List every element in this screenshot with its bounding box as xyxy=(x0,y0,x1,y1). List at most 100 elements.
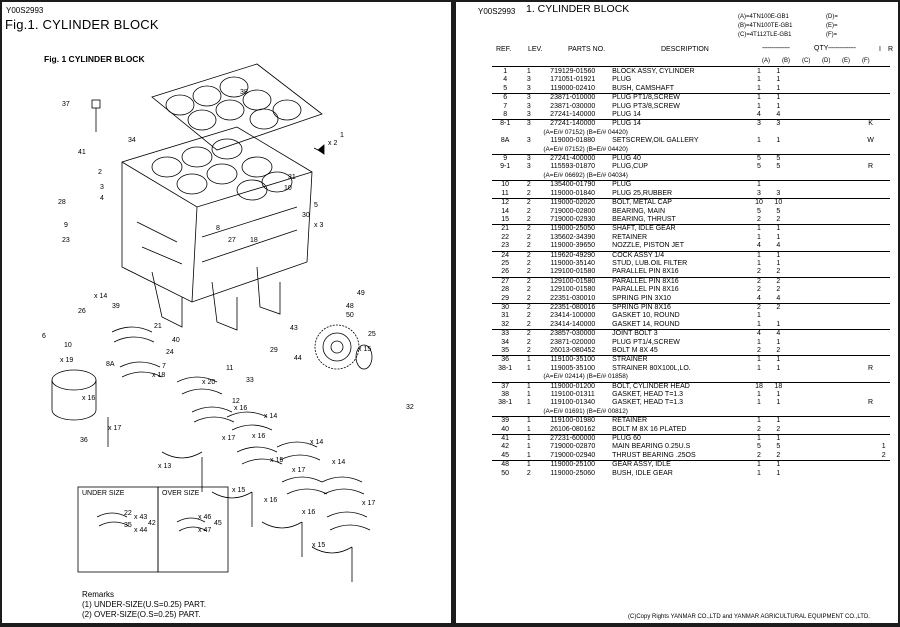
qty-a-cell: 1 xyxy=(757,320,761,328)
interchange-cell xyxy=(863,355,878,365)
callout-label: 5 xyxy=(314,202,318,209)
description-cell: PLUG xyxy=(612,76,632,84)
qty-d-cell xyxy=(806,460,826,470)
qty-e-cell xyxy=(825,434,845,444)
callout-label: 28 xyxy=(58,199,66,206)
part-no-cell: 23414-100000 xyxy=(550,312,596,320)
remark-cell xyxy=(877,426,890,435)
remark-cell xyxy=(877,460,890,470)
qty-a-cell: 1 xyxy=(757,469,761,477)
callout-label: 35 xyxy=(124,522,132,529)
qty-d-cell xyxy=(807,452,826,461)
callout-label: 23 xyxy=(62,237,70,244)
model-f: (F)= xyxy=(826,32,838,38)
qty-b-cell: 1 xyxy=(776,391,781,399)
callout-label: x 14 xyxy=(310,439,323,446)
callout-label: 38 xyxy=(240,89,248,96)
callout-label: 31 xyxy=(288,174,296,181)
part-no-cell: 119000-35140 xyxy=(550,259,596,267)
qty-c-cell xyxy=(788,426,807,435)
qty-f-cell xyxy=(845,208,864,216)
callout-label: 10 xyxy=(64,342,72,349)
qty-d-cell xyxy=(806,180,826,190)
ref-cell: 37 xyxy=(492,381,519,392)
part-no-cell: 119100-35100 xyxy=(539,355,607,365)
qty-f-cell xyxy=(845,321,864,330)
ref-cell: 38-1 xyxy=(498,364,513,372)
model-d: (D)= xyxy=(826,14,838,20)
lev-cell: 2 xyxy=(526,268,531,276)
qty-d-cell xyxy=(807,443,826,451)
qty-c-cell xyxy=(788,312,807,320)
remark-cell xyxy=(877,216,890,225)
description-cell: PARALLEL PIN 8X16 xyxy=(612,286,679,294)
callout-label: 21 xyxy=(154,323,162,330)
qty-d-cell xyxy=(807,103,826,111)
interchange-cell xyxy=(863,460,878,470)
ref-cell: 8-1 xyxy=(492,119,519,129)
remark-cell xyxy=(877,416,890,426)
qty-c-cell xyxy=(788,268,807,277)
qty-d-cell xyxy=(807,68,826,76)
ref-cell: 22 xyxy=(501,233,510,241)
header-r: R xyxy=(888,46,894,53)
serial-note-row: (A=E/# 06692) (B=E/# 04034) xyxy=(492,172,890,181)
left-page-title: Fig.1. CYLINDER BLOCK xyxy=(5,17,159,32)
head-gasket xyxy=(151,63,323,151)
callout-label: x 14 xyxy=(264,413,277,420)
copyright: (C)Copy Rights YANMAR CO.,LTD and YANMAR… xyxy=(628,614,870,620)
header-qty: QTY xyxy=(814,45,829,52)
part-no-cell: 119100-01980 xyxy=(539,416,607,426)
callout-label: x 17 xyxy=(108,425,121,432)
lev-cell: 2 xyxy=(526,207,531,215)
qty-b-cell: 2 xyxy=(768,302,789,313)
part-no-cell: 119000-25100 xyxy=(539,460,607,470)
part-no-cell: 719129-01560 xyxy=(550,68,596,75)
ref-cell: 36 xyxy=(492,355,519,365)
qty-f-cell xyxy=(845,163,864,171)
callout-label: x 15 xyxy=(312,542,325,549)
part-no-cell: 23857-030000 xyxy=(539,329,607,339)
description-cell: BOLT M 8X 45 xyxy=(612,347,658,354)
qty-b-cell xyxy=(769,312,788,320)
lev-cell: 2 xyxy=(518,224,540,234)
qty-f-cell xyxy=(845,103,864,111)
serial-note-row: (A=E/# 01691) (B=E/# 00812) xyxy=(492,408,890,417)
description-cell: PLUG PT1/8,SCREW xyxy=(606,93,750,103)
qty-a-cell: 1 xyxy=(749,416,769,426)
qty-d-cell xyxy=(807,339,826,347)
ref-cell: 42 xyxy=(501,443,510,451)
lev-cell: 2 xyxy=(526,320,531,328)
qty-f-cell xyxy=(845,470,864,478)
part-no-cell: 119000-02410 xyxy=(550,84,596,92)
lev-cell: 3 xyxy=(518,93,540,103)
callout-label: 8A xyxy=(106,361,115,368)
description-cell: RETAINER xyxy=(606,416,750,426)
qty-b-cell: 2 xyxy=(768,276,789,287)
lev-cell: 2 xyxy=(526,294,531,302)
lev-cell: 1 xyxy=(526,443,531,451)
qty-f-cell xyxy=(845,443,864,451)
remark-cell xyxy=(877,355,890,365)
qty-d-cell xyxy=(807,242,826,251)
qty-d-cell xyxy=(807,85,826,94)
callout-label: x 17 xyxy=(292,467,305,474)
interchange-cell xyxy=(864,68,878,76)
callout-label: 26 xyxy=(78,308,86,315)
lev-cell: 1 xyxy=(526,399,531,407)
part-no-cell: 129100-01580 xyxy=(539,276,607,287)
qty-d-cell xyxy=(807,76,826,84)
callout-label: 18 xyxy=(250,237,258,244)
qty-f-cell xyxy=(845,391,864,399)
qty-f-cell xyxy=(845,76,864,84)
description-cell: BEARING, MAIN xyxy=(612,207,666,215)
part-no-cell: 119100-01340 xyxy=(550,399,596,407)
callout-label: x 14 xyxy=(94,293,107,300)
qty-d-cell xyxy=(807,111,826,120)
qty-c-cell xyxy=(788,216,807,225)
lev-cell: 2 xyxy=(526,242,531,250)
